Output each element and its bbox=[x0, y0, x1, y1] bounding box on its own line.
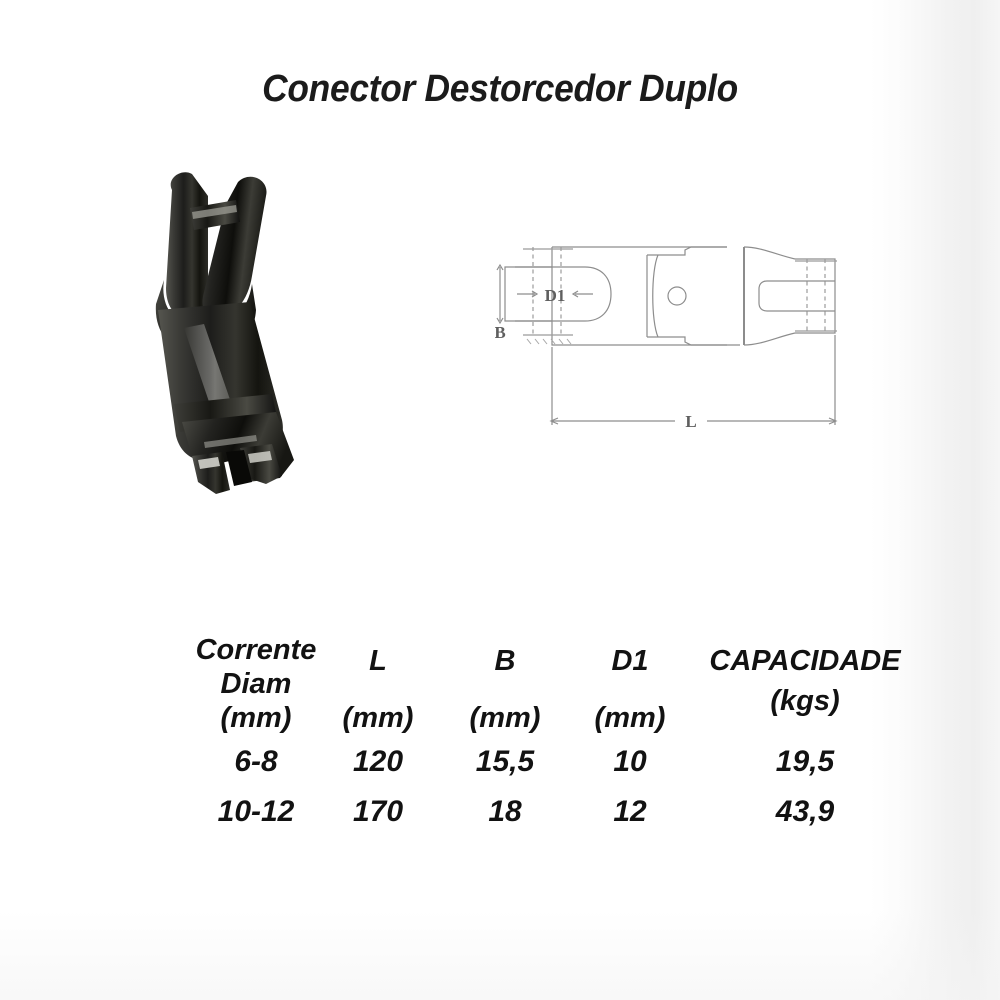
photo-upper-prong-left bbox=[166, 172, 208, 318]
drawing-center-arc bbox=[652, 254, 659, 338]
table-header-b-unit: (mm) bbox=[469, 702, 541, 734]
drawing-left-slot bbox=[515, 266, 612, 322]
table-header-corrente-diam-unit: (mm) bbox=[220, 702, 292, 734]
table-header-corrente-diam-line2: Diam bbox=[220, 668, 292, 700]
table-row-1-d1: 12 bbox=[613, 795, 647, 828]
dimension-label-b: B bbox=[495, 323, 506, 342]
technical-drawing: B D1 L bbox=[494, 225, 875, 450]
product-photo bbox=[130, 160, 340, 510]
table-header-b-line1: B bbox=[494, 645, 516, 677]
table-header-d1-unit: (mm) bbox=[594, 702, 666, 734]
table-header-corrente-diam-line1: Corrente bbox=[195, 634, 317, 666]
drawing-hatch-2 bbox=[534, 338, 540, 345]
dimension-arrow-b-bottom bbox=[496, 317, 504, 325]
dimension-arrow-b-top bbox=[496, 263, 504, 271]
photo-collar-highlight bbox=[204, 435, 257, 448]
drawing-right-slot bbox=[758, 280, 835, 312]
drawing-hatch-4 bbox=[550, 338, 556, 345]
photo-upper-prong-right bbox=[202, 176, 267, 319]
drawing-swivel-hole bbox=[667, 286, 687, 306]
dimension-arrow-d1-left bbox=[531, 290, 539, 298]
background-gradient-right bbox=[870, 0, 1000, 1000]
table-row-0-b: 15,5 bbox=[475, 745, 535, 778]
photo-lower-highlight-a bbox=[198, 457, 220, 469]
table-row-0-l: 120 bbox=[352, 745, 404, 778]
drawing-right-head bbox=[795, 258, 836, 334]
drawing-hatch-1 bbox=[526, 338, 532, 345]
photo-lower-highlight-b bbox=[248, 451, 272, 463]
table-row-1-l: 170 bbox=[352, 795, 404, 828]
drawing-body-outline-lower bbox=[551, 247, 740, 346]
table-header-capacidade-unit: (kgs) bbox=[770, 685, 840, 717]
photo-lower-slot bbox=[226, 450, 252, 486]
table-header-capacidade-line1: CAPACIDADE bbox=[709, 645, 901, 677]
table-header-l-line1: L bbox=[369, 645, 387, 677]
table-row-1-b: 18 bbox=[488, 795, 522, 828]
table-header-d1-line1: D1 bbox=[611, 645, 649, 677]
drawing-right-taper-upper bbox=[743, 246, 796, 260]
photo-pin-highlight bbox=[192, 205, 237, 219]
table-row-1-capacidade: 43,9 bbox=[775, 795, 835, 828]
background-gradient-bottom bbox=[0, 910, 1000, 1000]
drawing-center-upper bbox=[647, 246, 727, 256]
dimension-label-d1: D1 bbox=[545, 286, 566, 305]
table-row-1-corrente-diam: 10-12 bbox=[217, 795, 295, 828]
table-row-0-capacidade: 19,5 bbox=[775, 745, 835, 778]
product-photo-image bbox=[155, 172, 294, 494]
drawing-right-taper-lower bbox=[743, 332, 796, 346]
table-header-l-unit: (mm) bbox=[342, 702, 414, 734]
dimension-arrow-l-right bbox=[828, 417, 838, 425]
table-row-0-d1: 10 bbox=[613, 745, 647, 778]
page-title: Conector Destorcedor Duplo bbox=[262, 68, 738, 110]
dimension-arrow-l-left bbox=[549, 417, 559, 425]
table-row-0-corrente-diam: 6-8 bbox=[234, 745, 278, 778]
drawing-center-lower bbox=[647, 336, 727, 346]
drawing-hatch-3 bbox=[542, 338, 548, 345]
spec-table: Corrente Diam (mm) L (mm) B (mm) D1 (mm)… bbox=[170, 630, 960, 840]
drawing-hatch-5 bbox=[558, 338, 564, 345]
drawing-hatch-6 bbox=[566, 338, 572, 345]
dimension-arrow-d1-right bbox=[571, 290, 579, 298]
technical-drawing-svg: B D1 L bbox=[494, 246, 838, 431]
dimension-label-l: L bbox=[685, 412, 696, 431]
